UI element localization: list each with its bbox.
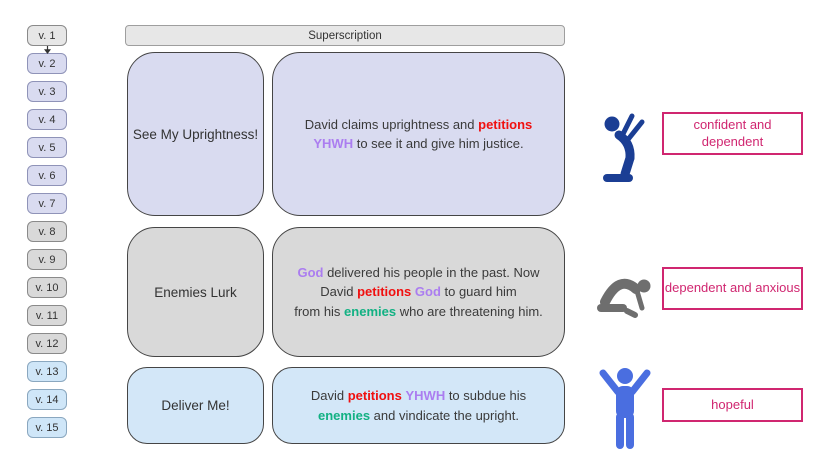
mood-label-confident-dependent: confident and dependent <box>662 112 803 155</box>
mood-text: dependent and anxious <box>664 280 801 296</box>
verse-chip: v. 14 <box>27 389 67 410</box>
verse-chip-label: v. 9 <box>38 253 56 266</box>
verse-chip: v. 12 <box>27 333 67 354</box>
verse-chip: v. 6 <box>27 165 67 186</box>
verse-chip: v. 2 <box>27 53 67 74</box>
mood-label-dependent-anxious: dependent and anxious <box>662 267 803 310</box>
section-title-enemies-lurk: Enemies Lurk <box>127 227 264 357</box>
verse-chip: v. 10 <box>27 277 67 298</box>
verse-chip-label: v. 14 <box>35 393 59 406</box>
section-description-enemies: God delivered his people in the past. No… <box>272 227 565 357</box>
section-title-deliver-me: Deliver Me! <box>127 367 264 444</box>
verse-chip-label: v. 11 <box>35 309 59 322</box>
verse-chip: v. 15 <box>27 417 67 438</box>
verse-chip: v. 11 <box>27 305 67 326</box>
verse-chip: v. 7 <box>27 193 67 214</box>
superscription-bar: Superscription <box>125 25 565 46</box>
verse-chip: v. 13 <box>27 361 67 382</box>
verse-chip-label: v. 13 <box>35 365 59 378</box>
mood-label-hopeful: hopeful <box>662 388 803 422</box>
verse-flow-arrow-icon <box>44 46 51 54</box>
verse-chip-label: v. 15 <box>35 421 59 434</box>
verse-rail: v. 1 v. 2 v. 3 v. 4 v. 5 v. 6 v. 7 v. 8 … <box>27 25 67 438</box>
verse-chip-label: v. 8 <box>38 225 56 238</box>
section-title-see-my-uprightness: See My Uprightness! <box>127 52 264 216</box>
section-description-uprightness: David claims uprightness and petitions Y… <box>272 52 565 216</box>
superscription-label: Superscription <box>308 29 382 42</box>
verse-chip-label: v. 1 <box>38 29 56 42</box>
verse-chip: v. 5 <box>27 137 67 158</box>
verse-chip-label: v. 6 <box>38 169 56 182</box>
verse-chip-label: v. 2 <box>38 57 56 70</box>
verse-chip-label: v. 7 <box>38 197 56 210</box>
verse-chip-label: v. 10 <box>35 281 59 294</box>
verse-chip-label: v. 12 <box>35 337 59 350</box>
section-title-label: Enemies Lurk <box>154 284 237 300</box>
prostrate-bowing-figure-icon <box>596 266 654 320</box>
verse-chip: v. 4 <box>27 109 67 130</box>
kneeling-praying-figure-icon <box>600 110 646 190</box>
mood-text: confident and dependent <box>693 116 772 149</box>
verse-chip-label: v. 5 <box>38 141 56 154</box>
verse-chip-label: v. 4 <box>38 113 56 126</box>
verse-chip: v. 8 <box>27 221 67 242</box>
section-title-label: Deliver Me! <box>161 398 230 413</box>
arms-raised-victory-figure-icon <box>597 367 653 451</box>
section-description-deliver: David petitions YHWH to subdue his enemi… <box>272 367 565 444</box>
verse-chip: v. 9 <box>27 249 67 270</box>
mood-text: hopeful <box>711 396 754 412</box>
verse-chip-label: v. 3 <box>38 85 56 98</box>
section-title-label: See My Uprightness! <box>132 126 259 142</box>
verse-chip: v. 1 <box>27 25 67 46</box>
verse-chip: v. 3 <box>27 81 67 102</box>
